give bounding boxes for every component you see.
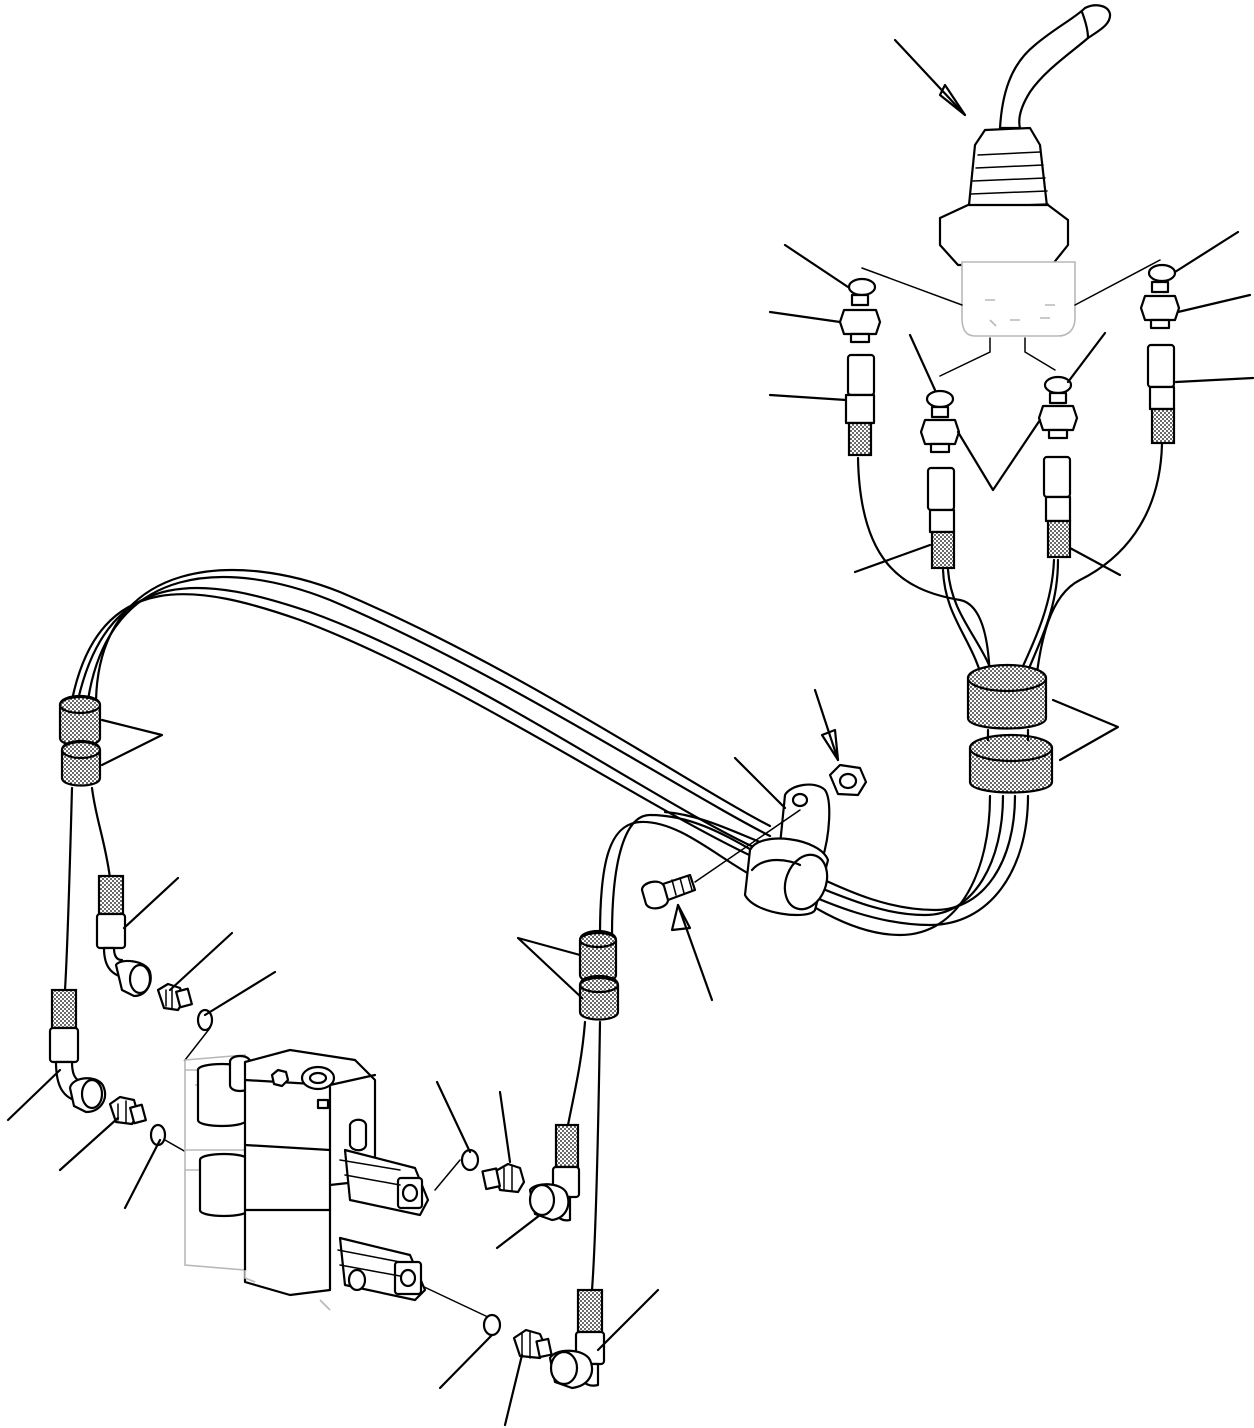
center-upper-hose-end xyxy=(528,1123,581,1222)
adapter-fitting xyxy=(1139,280,1181,330)
valve-section-2 xyxy=(198,1152,250,1218)
left-upper-hose-end xyxy=(95,874,152,998)
hose-nut xyxy=(926,466,956,512)
o-ring xyxy=(925,389,955,409)
clamp-nut xyxy=(828,763,868,797)
center-lower-hose-end xyxy=(548,1288,606,1390)
center-lower-adapter xyxy=(482,1313,553,1360)
valve-plug xyxy=(270,1068,290,1088)
valve-mounting-flange xyxy=(938,203,1070,267)
left-lower-hoses xyxy=(63,786,112,992)
center-hose-sleeves xyxy=(578,929,620,1021)
clamp-bolt xyxy=(640,809,801,910)
hose-clamp xyxy=(743,783,831,917)
adapter-fitting xyxy=(919,405,961,454)
left-lower-hose-end xyxy=(48,988,107,1114)
center-upper-adapter xyxy=(460,1148,526,1194)
long-hoses xyxy=(70,568,772,937)
hose-nut xyxy=(1146,343,1176,389)
o-ring xyxy=(847,277,877,297)
ppc-lever-valve xyxy=(938,4,1112,337)
center-lower-hoses xyxy=(566,1020,602,1292)
adapters-top xyxy=(838,280,1181,454)
lever-grip xyxy=(998,4,1112,130)
hose-ends-top xyxy=(844,343,1176,570)
adapter-fitting xyxy=(838,293,882,344)
callout-leaders xyxy=(6,38,1254,1427)
o-ring xyxy=(196,1008,214,1032)
left-hose-sleeves xyxy=(58,694,102,787)
left-upper-adapter xyxy=(156,982,214,1032)
o-ring xyxy=(1043,375,1073,395)
clamp-hole xyxy=(791,792,809,808)
o-ring xyxy=(1147,263,1177,283)
left-lower-adapter xyxy=(108,1095,167,1147)
hose-nut xyxy=(846,353,876,397)
valve-hoses xyxy=(856,442,1164,692)
valve-body xyxy=(961,261,1076,337)
o-ring xyxy=(482,1313,502,1337)
hose-protector-sleeves xyxy=(966,663,1054,794)
control-valve xyxy=(184,1048,430,1311)
o-rings-top xyxy=(847,263,1177,409)
hose-nut xyxy=(1042,455,1072,499)
adapter-fitting xyxy=(1037,391,1079,440)
port-leader-lines xyxy=(861,259,1161,377)
